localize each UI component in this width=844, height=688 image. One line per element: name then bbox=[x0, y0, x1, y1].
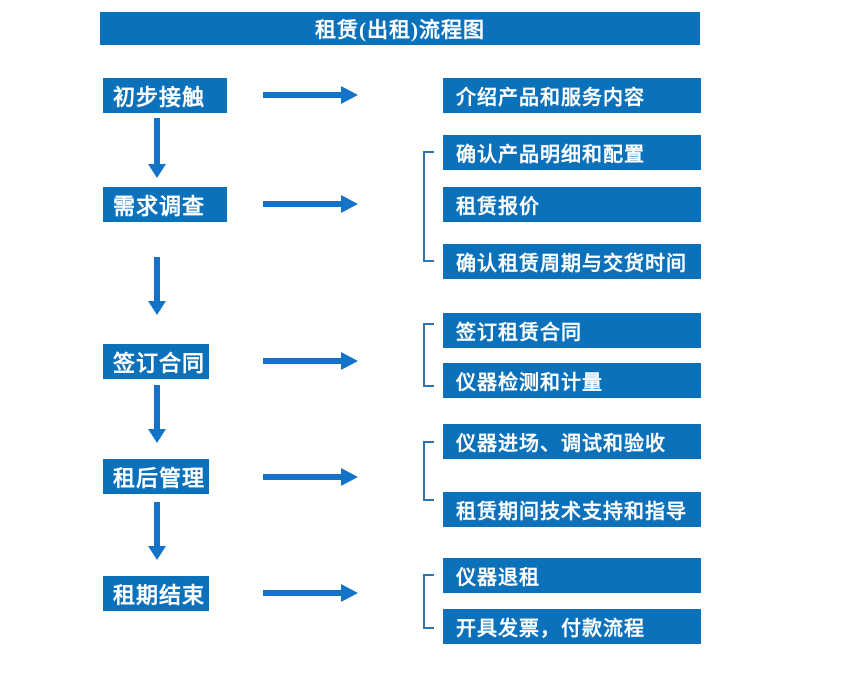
right-arrow-step5 bbox=[263, 584, 358, 602]
detail-box-invoice-payment: 开具发票，付款流程 bbox=[443, 609, 701, 644]
step-box-initial-contact: 初步接触 bbox=[103, 78, 227, 113]
detail-box-instrument-testing: 仪器检测和计量 bbox=[443, 363, 701, 398]
right-arrow-step2 bbox=[263, 195, 358, 213]
detail-box-confirm-config: 确认产品明细和配置 bbox=[443, 135, 701, 170]
step-box-sign-contract: 签订合同 bbox=[103, 344, 209, 379]
detail-box-tech-support: 租赁期间技术支持和指导 bbox=[443, 492, 701, 527]
group-bracket-step3-details bbox=[423, 323, 434, 387]
down-arrow-step3-step4 bbox=[148, 385, 166, 443]
detail-box-confirm-period: 确认租赁周期与交货时间 bbox=[443, 244, 701, 279]
right-arrow-step3 bbox=[263, 352, 358, 370]
down-arrow-step1-step2 bbox=[148, 118, 166, 178]
detail-box-instrument-return: 仪器退租 bbox=[443, 558, 701, 593]
group-bracket-step4-details bbox=[423, 441, 434, 501]
detail-box-instrument-setup: 仪器进场、调试和验收 bbox=[443, 424, 701, 459]
detail-box-rental-quote: 租赁报价 bbox=[443, 187, 701, 222]
group-bracket-step5-details bbox=[423, 574, 434, 629]
step-box-rental-end: 租期结束 bbox=[103, 576, 209, 611]
down-arrow-step2-step3 bbox=[148, 257, 166, 315]
detail-box-sign-rental-contract: 签订租赁合同 bbox=[443, 313, 701, 348]
group-bracket-step2-details bbox=[423, 151, 434, 262]
flowchart-title: 租赁(出租)流程图 bbox=[100, 12, 700, 45]
down-arrow-step4-step5 bbox=[148, 502, 166, 560]
right-arrow-step1 bbox=[263, 86, 358, 104]
step-box-post-rental-mgmt: 租后管理 bbox=[103, 459, 209, 494]
detail-box-intro-products: 介绍产品和服务内容 bbox=[443, 78, 701, 113]
right-arrow-step4 bbox=[263, 468, 358, 486]
step-box-demand-survey: 需求调查 bbox=[103, 187, 227, 222]
